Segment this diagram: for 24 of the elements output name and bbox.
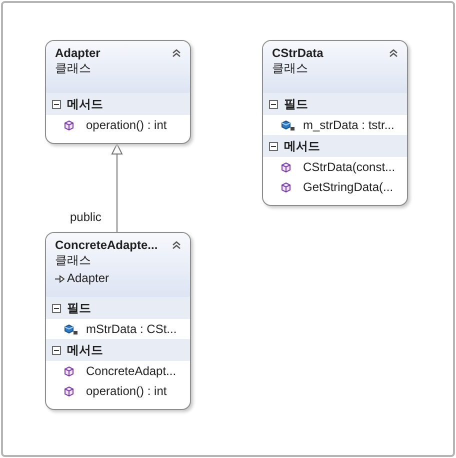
class-kind: 클래스 <box>55 61 91 76</box>
class-name: ConcreteAdapte... <box>55 238 158 253</box>
method-entry: operation() : int <box>86 118 167 132</box>
inheritance-arrow <box>112 144 122 232</box>
class-box <box>45 232 191 410</box>
section-heading: 필드 <box>67 300 91 316</box>
class-box <box>262 40 408 206</box>
field-entry: mStrData : CSt... <box>86 322 177 336</box>
section-heading: 필드 <box>284 96 308 112</box>
class-name: Adapter <box>55 46 100 61</box>
class-box <box>45 40 191 144</box>
edge-label: public <box>70 210 102 224</box>
section-heading: 메서드 <box>67 96 103 112</box>
method-entry: CStrData(const... <box>303 160 396 174</box>
class-name: CStrData <box>272 46 324 61</box>
method-entry: ConcreteAdapt... <box>86 364 176 378</box>
base-class-name: Adapter <box>67 271 110 286</box>
section-heading: 메서드 <box>284 138 320 154</box>
section-heading: 메서드 <box>67 342 103 358</box>
class-kind: 클래스 <box>272 61 308 76</box>
method-entry: operation() : int <box>86 384 167 398</box>
class-kind: 클래스 <box>55 253 91 268</box>
field-entry: m_strData : tstr... <box>303 118 394 132</box>
method-entry: GetStringData(... <box>303 180 394 194</box>
